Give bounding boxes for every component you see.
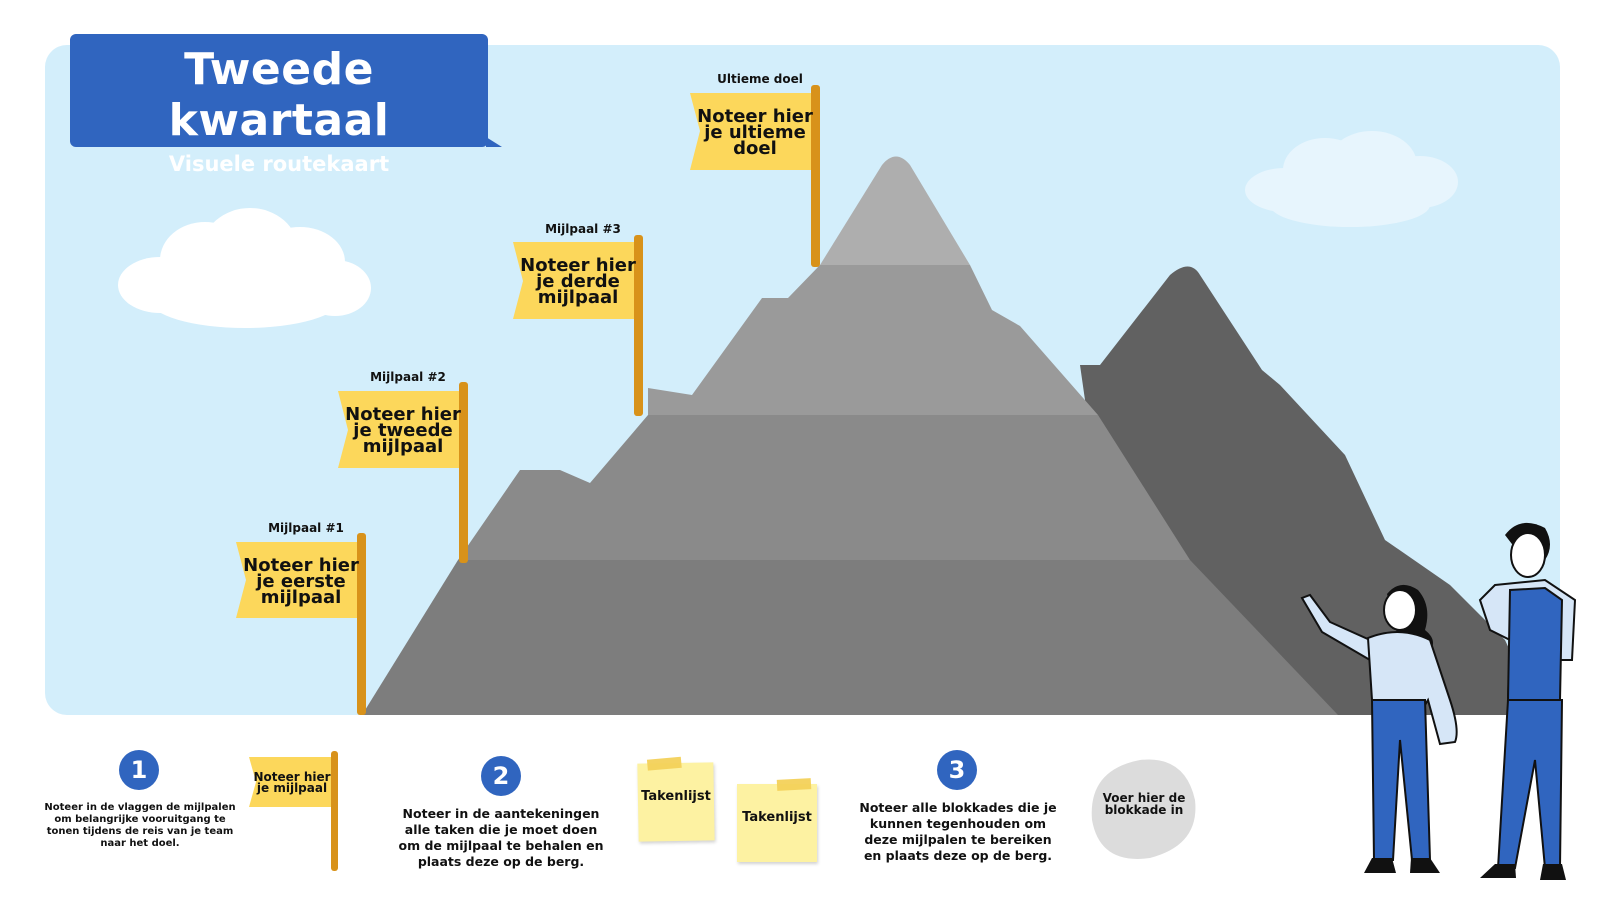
flag-1-caption: Mijlpaal #1 xyxy=(268,521,344,535)
cloud-left xyxy=(118,208,371,328)
flag-goal-caption: Ultieme doel xyxy=(717,72,803,86)
title-banner-tail xyxy=(486,137,502,147)
blocker-blob xyxy=(1091,759,1196,859)
flag-2-text[interactable]: Noteer hier je tweede mijlpaal xyxy=(345,404,461,458)
step-3-text: Noteer alle blokkades die je kunnen tege… xyxy=(859,800,1057,863)
flag-2[interactable] xyxy=(338,382,468,563)
man-figure xyxy=(1478,522,1577,880)
mountain-layer-4 xyxy=(362,560,1338,715)
step-1-badge: 1 xyxy=(119,750,159,790)
flag-1-text[interactable]: Noteer hier je eerste mijlpaal xyxy=(243,555,359,609)
flag-1[interactable] xyxy=(236,533,366,715)
sticky-note-1-text: Takenlijst xyxy=(641,789,711,804)
step-2-badge: 2 xyxy=(481,756,521,796)
flag-3-caption: Mijlpaal #3 xyxy=(545,222,621,236)
mountain-layer-1 xyxy=(820,156,970,265)
blocker-text[interactable]: Voer hier de blokkade in xyxy=(1102,791,1186,817)
legend-flag-text: Noteer hier je mijlpaal xyxy=(253,770,331,796)
woman-figure xyxy=(1300,584,1458,873)
step-3-badge: 3 xyxy=(937,750,977,790)
mountain-layer-2 xyxy=(648,265,1098,415)
legend-flag xyxy=(249,751,338,871)
page-title: Tweede kwartaal xyxy=(168,44,390,146)
sticky-note-2[interactable] xyxy=(737,778,817,862)
cloud-right xyxy=(1245,131,1458,227)
mountain-layer-3 xyxy=(458,415,1190,560)
flag-3[interactable] xyxy=(513,235,643,416)
flag-goal-text[interactable]: Noteer hier je ultieme doel xyxy=(697,106,813,160)
sticky-note-2-text: Takenlijst xyxy=(742,810,812,825)
step-2-text: Noteer in de aantekeningen alle taken di… xyxy=(398,806,604,869)
flag-goal[interactable] xyxy=(690,85,820,267)
step-1-text: Noteer in de vlaggen de mijlpalen om bel… xyxy=(44,802,236,849)
title-banner: Tweede kwartaal Visuele routekaart xyxy=(70,34,502,176)
flag-3-text[interactable]: Noteer hier je derde mijlpaal xyxy=(520,255,636,309)
note-1-tape xyxy=(646,756,682,771)
note-2-tape xyxy=(776,778,812,791)
flag-2-caption: Mijlpaal #2 xyxy=(370,370,446,384)
page-subtitle: Visuele routekaart xyxy=(168,152,390,176)
